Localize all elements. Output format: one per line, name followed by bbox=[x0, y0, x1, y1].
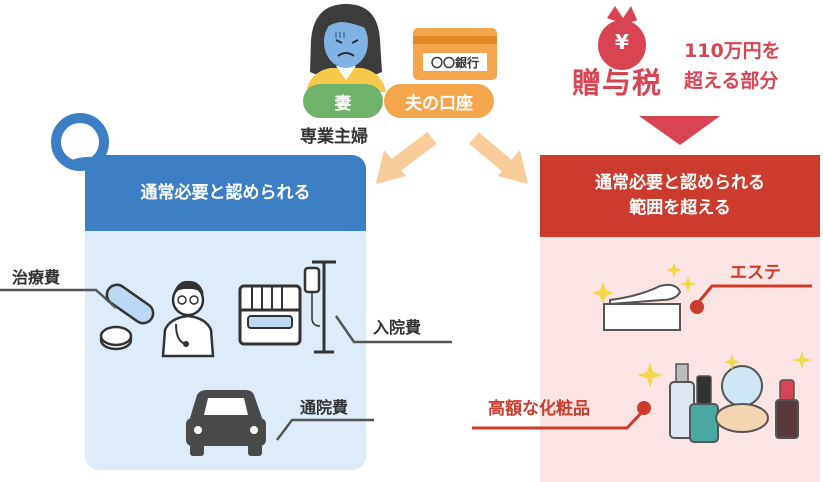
right-panel-title-line2: 範囲を超える bbox=[629, 198, 731, 218]
cosmetics-label: 高額な化粧品 bbox=[488, 399, 590, 419]
gift-tax-note-line1: 110万円を bbox=[684, 40, 781, 62]
left-panel-header: 通常必要と認められる bbox=[85, 155, 366, 231]
left-panel: 通常必要と認められる bbox=[85, 155, 366, 470]
gift-tax-label: 贈与税 bbox=[572, 66, 663, 100]
bank-card-text: 〇〇銀行 bbox=[430, 55, 479, 70]
right-panel: 通常必要と認められる 範囲を超える bbox=[540, 155, 820, 482]
esthetic-label: エステ bbox=[730, 263, 781, 283]
hospitalization-cost-label: 入院費 bbox=[373, 318, 422, 337]
husband-account-pill: 夫の口座 bbox=[384, 84, 494, 118]
right-panel-title-line1: 通常必要と認められる bbox=[595, 173, 765, 194]
right-panel-header: 通常必要と認められる 範囲を超える bbox=[540, 155, 820, 237]
wife-pill: 妻 bbox=[303, 84, 383, 118]
left-panel-title: 通常必要と認められる bbox=[140, 182, 311, 203]
commute-cost-label: 通院費 bbox=[300, 398, 349, 417]
yen-symbol: ¥ bbox=[615, 30, 629, 54]
gift-tax-note-line2: 超える部分 bbox=[684, 70, 779, 92]
treatment-cost-label: 治療費 bbox=[12, 268, 61, 287]
housewife-label: 専業主婦 bbox=[300, 127, 368, 147]
